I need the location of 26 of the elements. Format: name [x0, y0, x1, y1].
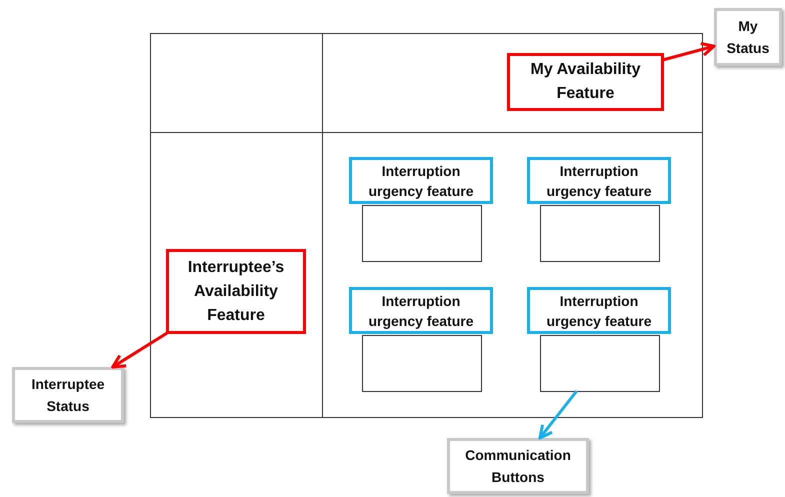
status-box: [447, 438, 589, 494]
empty-box: [540, 335, 660, 392]
status-box: [12, 367, 124, 423]
node-label: Interruption urgency feature: [546, 162, 652, 200]
feature-box: [166, 249, 306, 334]
node-label: Interruptee’s Availability Feature: [186, 258, 286, 326]
node-label: Interruption urgency feature: [546, 292, 652, 330]
node-label: Interruption urgency feature: [368, 292, 474, 330]
node-label: Communication Buttons: [464, 446, 572, 487]
node-label: My Status: [726, 17, 770, 58]
feature-box: [527, 287, 671, 334]
node-label: Interruptee Status: [30, 375, 106, 416]
node-label: Interruption urgency feature: [368, 162, 474, 200]
arrow: [111, 332, 168, 368]
empty-box: [362, 205, 482, 262]
node-label: My Availability Feature: [530, 60, 642, 104]
feature-box: [349, 157, 493, 204]
feature-box: [507, 53, 664, 111]
empty-box: [362, 335, 482, 392]
feature-box: [349, 287, 493, 334]
arrow: [538, 390, 578, 440]
status-box: [714, 8, 782, 66]
empty-box: [540, 205, 660, 262]
feature-box: [527, 157, 671, 204]
frame-box: [150, 33, 703, 418]
arrow: [662, 42, 716, 62]
